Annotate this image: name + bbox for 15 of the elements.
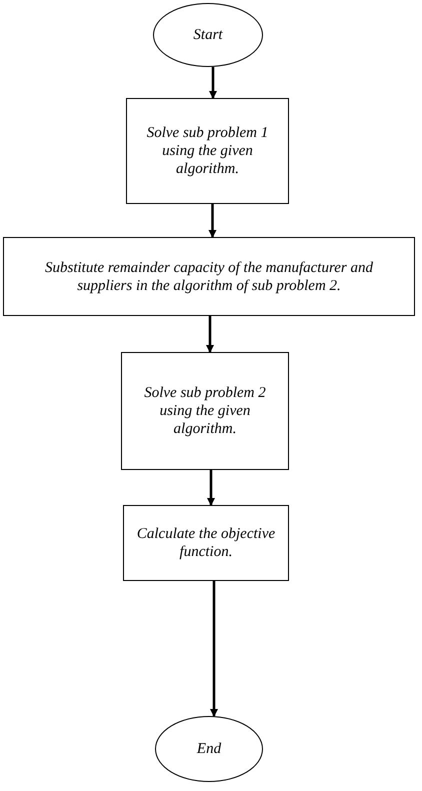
arrow — [209, 67, 217, 99]
arrow — [208, 204, 216, 238]
step-text: Calculate the objective function. — [136, 525, 276, 561]
step-text: Solve sub problem 1 using the given algorithm. — [146, 124, 270, 178]
process-box — [121, 352, 289, 470]
process-box — [3, 237, 415, 316]
step-text: Start — [193, 26, 223, 44]
arrow — [210, 581, 218, 717]
process-box — [123, 505, 289, 581]
arrow — [207, 470, 215, 506]
step-text: End — [196, 740, 222, 758]
step-text: Substitute remainder capacity of the manufacturer and suppliers in the algorithm of sub problem 2. — [44, 258, 374, 294]
process-box — [126, 98, 289, 204]
arrow — [206, 316, 214, 353]
step-text: Solve sub problem 2 using the given algorithm. — [143, 384, 267, 438]
